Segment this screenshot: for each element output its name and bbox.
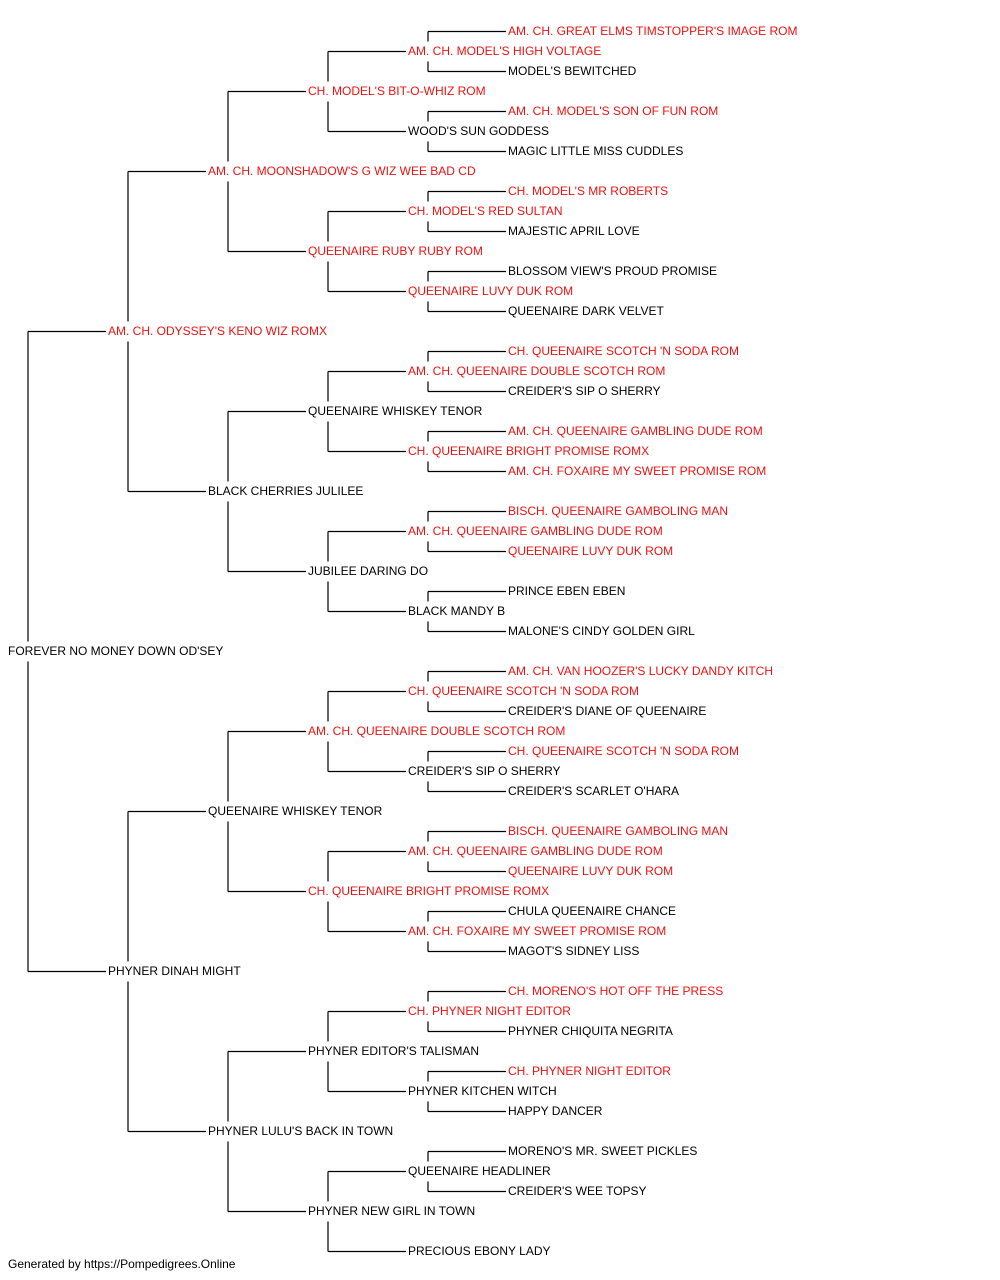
pedigree-entry-gen5: CH. MORENO'S HOT OFF THE PRESS xyxy=(508,984,726,998)
footer-credit: Generated by https://Pompedigrees.Online xyxy=(8,1257,236,1271)
pedigree-entry-gen5: MAJESTIC APRIL LOVE xyxy=(508,224,642,238)
pedigree-entry-gen5: CH. PHYNER NIGHT EDITOR xyxy=(508,1064,673,1078)
pedigree-entry-gen0: FOREVER NO MONEY DOWN OD'SEY xyxy=(8,644,226,658)
pedigree-entry-gen3: JUBILEE DARING DO xyxy=(308,564,431,578)
pedigree-entry-gen4: CREIDER'S SIP O SHERRY xyxy=(408,764,563,778)
pedigree-entry-gen5: CH. QUEENAIRE SCOTCH 'N SODA ROM xyxy=(508,744,741,758)
pedigree-entry-gen1: PHYNER DINAH MIGHT xyxy=(108,964,243,978)
pedigree-entry-gen5: CREIDER'S SCARLET O'HARA xyxy=(508,784,682,798)
pedigree-entry-gen5: BISCH. QUEENAIRE GAMBOLING MAN xyxy=(508,504,731,518)
pedigree-entry-gen5: CH. QUEENAIRE SCOTCH 'N SODA ROM xyxy=(508,344,741,358)
pedigree-entry-gen5: QUEENAIRE LUVY DUK ROM xyxy=(508,544,676,558)
pedigree-entry-gen2: QUEENAIRE WHISKEY TENOR xyxy=(208,804,385,818)
pedigree-entry-gen3: QUEENAIRE RUBY RUBY ROM xyxy=(308,244,485,258)
pedigree-entry-gen5: HAPPY DANCER xyxy=(508,1104,605,1118)
pedigree-entry-gen4: PRECIOUS EBONY LADY xyxy=(408,1244,553,1258)
pedigree-entry-gen3: AM. CH. QUEENAIRE DOUBLE SCOTCH ROM xyxy=(308,724,568,738)
pedigree-entry-gen5: CREIDER'S WEE TOPSY xyxy=(508,1184,649,1198)
pedigree-entry-gen1: AM. CH. ODYSSEY'S KENO WIZ ROMX xyxy=(108,324,329,338)
pedigree-entry-gen3: CH. QUEENAIRE BRIGHT PROMISE ROMX xyxy=(308,884,552,898)
pedigree-entry-gen5: BLOSSOM VIEW'S PROUD PROMISE xyxy=(508,264,719,278)
pedigree-entry-gen2: BLACK CHERRIES JULILEE xyxy=(208,484,366,498)
pedigree-entry-gen5: CREIDER'S DIANE OF QUEENAIRE xyxy=(508,704,709,718)
pedigree-entry-gen3: QUEENAIRE WHISKEY TENOR xyxy=(308,404,485,418)
pedigree-entry-gen2: AM. CH. MOONSHADOW'S G WIZ WEE BAD CD xyxy=(208,164,478,178)
pedigree-entry-gen5: BISCH. QUEENAIRE GAMBOLING MAN xyxy=(508,824,731,838)
pedigree-entry-gen5: AM. CH. MODEL'S SON OF FUN ROM xyxy=(508,104,721,118)
pedigree-entry-gen4: AM. CH. QUEENAIRE GAMBLING DUDE ROM xyxy=(408,524,665,538)
pedigree-entry-gen4: QUEENAIRE LUVY DUK ROM xyxy=(408,284,576,298)
pedigree-entry-gen5: MAGOT'S SIDNEY LISS xyxy=(508,944,642,958)
pedigree-entry-gen5: CREIDER'S SIP O SHERRY xyxy=(508,384,663,398)
pedigree-entry-gen5: AM. CH. QUEENAIRE GAMBLING DUDE ROM xyxy=(508,424,765,438)
pedigree-entry-gen4: AM. CH. MODEL'S HIGH VOLTAGE xyxy=(408,44,604,58)
pedigree-entry-gen5: MODEL'S BEWITCHED xyxy=(508,64,639,78)
pedigree-entry-gen4: QUEENAIRE HEADLINER xyxy=(408,1164,553,1178)
pedigree-entry-gen3: CH. MODEL'S BIT-O-WHIZ ROM xyxy=(308,84,488,98)
pedigree-entry-gen4: AM. CH. FOXAIRE MY SWEET PROMISE ROM xyxy=(408,924,669,938)
pedigree-entry-gen5: AM. CH. VAN HOOZER'S LUCKY DANDY KITCH xyxy=(508,664,776,678)
pedigree-entry-gen5: CHULA QUEENAIRE CHANCE xyxy=(508,904,679,918)
pedigree-entry-gen3: PHYNER NEW GIRL IN TOWN xyxy=(308,1204,478,1218)
pedigree-entry-gen4: CH. PHYNER NIGHT EDITOR xyxy=(408,1004,573,1018)
pedigree-entry-gen4: AM. CH. QUEENAIRE GAMBLING DUDE ROM xyxy=(408,844,665,858)
pedigree-entry-gen5: MALONE'S CINDY GOLDEN GIRL xyxy=(508,624,697,638)
pedigree-entry-gen5: PHYNER CHIQUITA NEGRITA xyxy=(508,1024,675,1038)
pedigree-entry-gen4: CH. MODEL'S RED SULTAN xyxy=(408,204,565,218)
pedigree-entry-gen5: MORENO'S MR. SWEET PICKLES xyxy=(508,1144,700,1158)
pedigree-entry-gen3: PHYNER EDITOR'S TALISMAN xyxy=(308,1044,481,1058)
pedigree-entry-gen4: CH. QUEENAIRE BRIGHT PROMISE ROMX xyxy=(408,444,652,458)
pedigree-entry-gen5: MAGIC LITTLE MISS CUDDLES xyxy=(508,144,686,158)
pedigree-entry-gen4: BLACK MANDY B xyxy=(408,604,508,618)
pedigree-entry-gen4: WOOD'S SUN GODDESS xyxy=(408,124,551,138)
pedigree-entry-gen5: AM. CH. GREAT ELMS TIMSTOPPER'S IMAGE RO… xyxy=(508,24,800,38)
pedigree-entry-gen5: QUEENAIRE LUVY DUK ROM xyxy=(508,864,676,878)
pedigree-entry-gen5: QUEENAIRE DARK VELVET xyxy=(508,304,666,318)
pedigree-entry-gen5: CH. MODEL'S MR ROBERTS xyxy=(508,184,671,198)
pedigree-entry-gen5: PRINCE EBEN EBEN xyxy=(508,584,628,598)
pedigree-entry-gen4: PHYNER KITCHEN WITCH xyxy=(408,1084,559,1098)
pedigree-entry-gen4: AM. CH. QUEENAIRE DOUBLE SCOTCH ROM xyxy=(408,364,668,378)
pedigree-entry-gen2: PHYNER LULU'S BACK IN TOWN xyxy=(208,1124,396,1138)
pedigree-entry-gen4: CH. QUEENAIRE SCOTCH 'N SODA ROM xyxy=(408,684,641,698)
pedigree-entry-gen5: AM. CH. FOXAIRE MY SWEET PROMISE ROM xyxy=(508,464,769,478)
